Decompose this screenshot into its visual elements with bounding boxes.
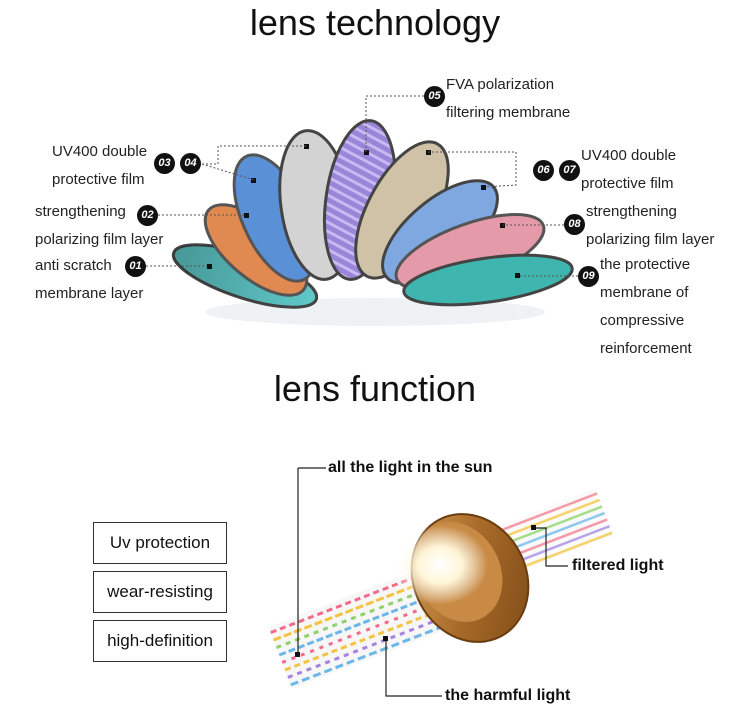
label-line: protective film xyxy=(581,175,674,192)
label-line: anti scratch xyxy=(35,257,112,274)
section-title-lens-function: lens function xyxy=(273,368,477,409)
label-line: strengthening xyxy=(586,203,677,220)
label-harmful-light: the harmful light xyxy=(445,687,571,704)
function-uv-protection: Uv protection xyxy=(93,522,227,564)
label-line: FVA polarization xyxy=(446,76,555,93)
label-line: polarizing film layer xyxy=(35,231,164,248)
label-layer-02: strengthening polarizing film layer xyxy=(35,198,163,254)
label-all-light: all the light in the sun xyxy=(328,459,493,476)
badge-08: 08 xyxy=(564,214,585,235)
label-line: polarizing film layer xyxy=(586,231,715,248)
section-title-lens-technology: lens technology xyxy=(249,2,501,43)
label-line: compressive xyxy=(600,312,685,329)
label-layer-09: the protective membrane of compressive r… xyxy=(600,251,692,363)
label-line: membrane of xyxy=(600,284,689,301)
label-line: the protective xyxy=(600,256,691,273)
badge-03: 03 xyxy=(154,153,175,174)
layer-disc-09 xyxy=(402,253,574,307)
badge-05: 05 xyxy=(424,86,445,107)
label-line: protective film xyxy=(52,171,145,188)
badge-02: 02 xyxy=(137,205,158,226)
label-line: membrane layer xyxy=(35,285,144,302)
label-layer-01: anti scratch membrane layer xyxy=(35,252,143,308)
badge-01: 01 xyxy=(125,256,146,277)
label-layer-06-07: UV400 double protective film xyxy=(581,142,676,198)
label-line: UV400 double xyxy=(52,143,148,160)
label-layer-08: strengthening polarizing film layer xyxy=(586,198,714,254)
function-high-definition: high-definition xyxy=(93,620,227,662)
label-line: filtering membrane xyxy=(446,104,571,121)
label-layer-03-04: UV400 double protective film xyxy=(52,138,147,194)
label-line: reinforcement xyxy=(600,340,692,357)
label-line: UV400 double xyxy=(581,147,677,164)
label-filtered-light: filtered light xyxy=(572,557,664,574)
badge-07: 07 xyxy=(559,160,580,181)
function-wear-resisting: wear-resisting xyxy=(93,571,227,613)
brown-lens xyxy=(392,513,530,643)
badge-06: 06 xyxy=(533,160,554,181)
badge-09: 09 xyxy=(578,266,599,287)
label-line: strengthening xyxy=(35,203,126,220)
label-layer-05: FVA polarization filtering membrane xyxy=(446,71,570,127)
badge-04: 04 xyxy=(180,153,201,174)
